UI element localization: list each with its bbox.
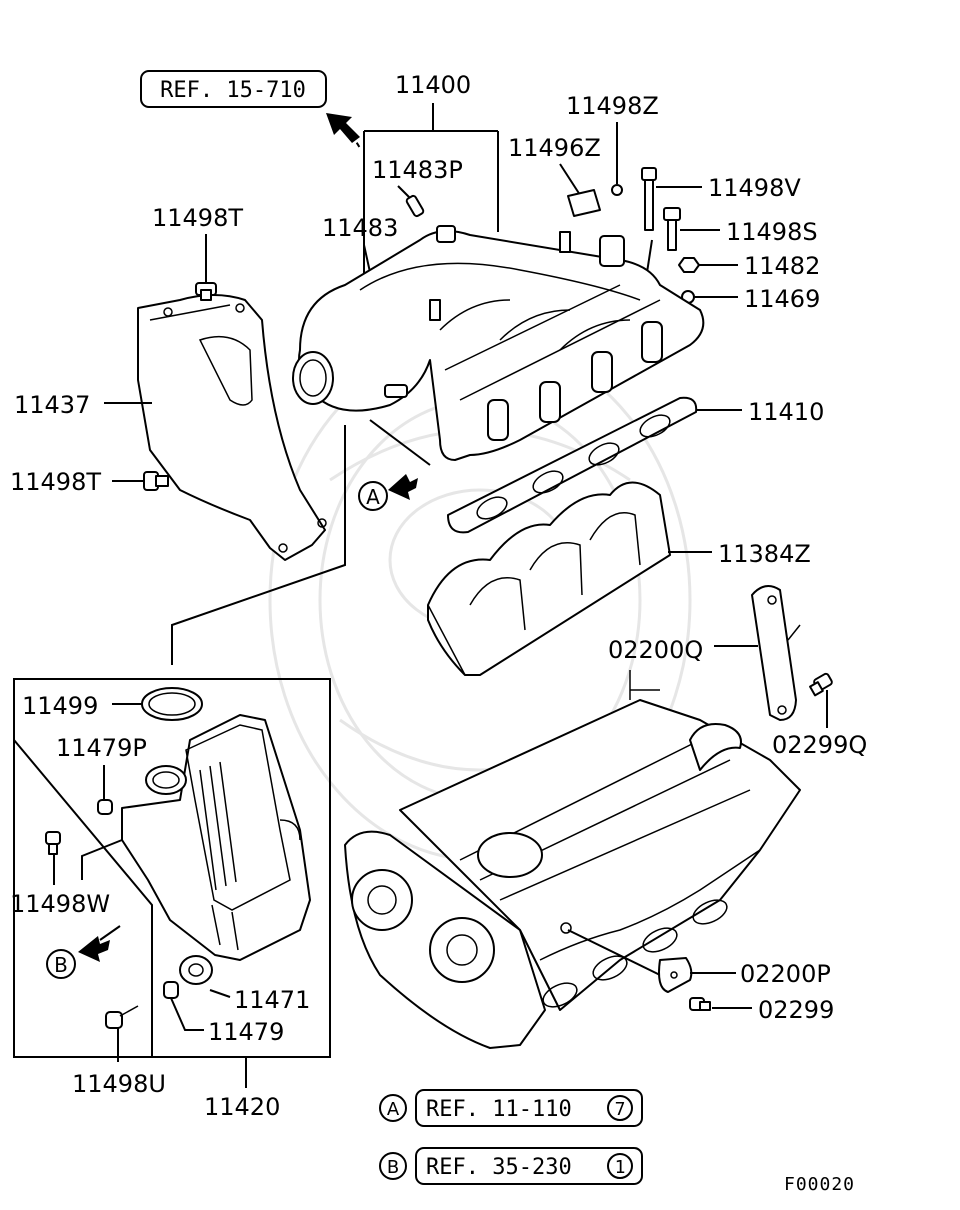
label-11498t-bottom: 11498T: [10, 468, 101, 496]
leader-to-a: [369, 419, 431, 466]
label-11498u: 11498U: [72, 1070, 166, 1098]
leader-plenum-to-w: [81, 839, 123, 880]
plug-11479-part: [163, 981, 179, 999]
leader-11496z: [559, 163, 583, 199]
label-11498w: 11498W: [10, 890, 110, 918]
nut-11482-part: [678, 257, 700, 273]
label-11400: 11400: [363, 71, 499, 285]
svg-text:B: B: [54, 953, 68, 977]
label-11479: 11479: [208, 1018, 284, 1046]
svg-text:11400: 11400: [395, 71, 471, 99]
bracket-02200q-part: [751, 585, 801, 721]
stay-11437-part: [137, 294, 327, 561]
bolt-02299q-part: [809, 672, 833, 697]
leader-02200p-to-head: [567, 929, 661, 976]
label-11471: 11471: [234, 986, 310, 1014]
ref-15-710-box[interactable]: REF. 15-710: [140, 70, 327, 108]
ref-b-row[interactable]: B REF. 35-230 1: [379, 1147, 643, 1185]
bracket-02200p-part: [658, 957, 693, 993]
svg-text:A: A: [366, 485, 380, 509]
marker-b-left[interactable]: B: [46, 949, 76, 979]
svg-text:7: 7: [615, 1099, 626, 1120]
bolt-02299-part: [689, 997, 711, 1011]
intake-manifold-11400-part: [292, 225, 705, 461]
label-11498z: 11498Z: [566, 92, 659, 120]
ref-a-row[interactable]: A REF. 11-110 7: [379, 1089, 643, 1127]
cylinder-head-assembly: [344, 670, 801, 1049]
label-11499: 11499: [22, 692, 98, 720]
bracket-11496z-part: [567, 189, 601, 217]
arrow-a: [388, 474, 418, 500]
gasket-11410-part: [447, 396, 698, 534]
label-11437: 11437: [14, 391, 90, 419]
marker-a-top[interactable]: A: [358, 481, 388, 511]
label-11420: 11420: [204, 1093, 280, 1121]
label-11498s: 11498S: [726, 218, 818, 246]
label-02200p: 02200P: [740, 960, 831, 988]
leader-11479: [170, 997, 204, 1031]
bolt-11498s-part: [663, 207, 681, 251]
plug-11479p-part: [97, 799, 113, 815]
label-11498v: 11498V: [708, 174, 801, 202]
bolt-11498u-part: [105, 1005, 139, 1029]
label-02200q: 02200Q: [608, 636, 703, 664]
ref-arrow-up-left: [326, 113, 361, 149]
label-11496z: 11496Z: [508, 134, 601, 162]
svg-text:REF. 35-230: REF. 35-230: [426, 1155, 572, 1180]
bolt-11498t-bottom-part: [143, 471, 169, 491]
label-11479p: 11479P: [56, 734, 147, 762]
bolt-11498t-top-part: [195, 282, 217, 301]
svg-text:A: A: [387, 1099, 400, 1120]
label-11384z: 11384Z: [718, 540, 811, 568]
leader-11471: [209, 989, 231, 998]
subassembly-box-divider: [13, 739, 153, 1057]
subassembly-box-11420: [13, 678, 331, 1058]
leader-plenum-to-box: [171, 425, 346, 665]
label-02299: 02299: [758, 996, 834, 1024]
svg-text:B: B: [387, 1157, 399, 1178]
pin-11483p-part: [405, 194, 425, 218]
heat-shield-11384z-part: [427, 481, 671, 676]
label-11483p: 11483P: [372, 156, 463, 184]
bolt-11498z-part: [611, 184, 623, 196]
svg-text:REF. 11-110: REF. 11-110: [426, 1097, 572, 1122]
arrow-b: [78, 936, 110, 962]
label-11483: 11483: [322, 214, 398, 242]
label-11498t-top: 11498T: [152, 204, 243, 232]
label-11482: 11482: [744, 252, 820, 280]
svg-text:1: 1: [615, 1157, 626, 1178]
svg-text:REF. 15-710: REF. 15-710: [160, 78, 306, 103]
plenum-11420-part: [121, 714, 311, 961]
bolt-11498w-part: [45, 831, 61, 855]
grommet-11471-part: [179, 955, 213, 985]
label-02299q: 02299Q: [772, 731, 867, 759]
figure-code: F00020: [784, 1174, 855, 1195]
label-11410: 11410: [748, 398, 824, 426]
label-11469: 11469: [744, 285, 820, 313]
bolt-11498v-part: [641, 167, 657, 231]
leader-to-b: [99, 925, 121, 941]
